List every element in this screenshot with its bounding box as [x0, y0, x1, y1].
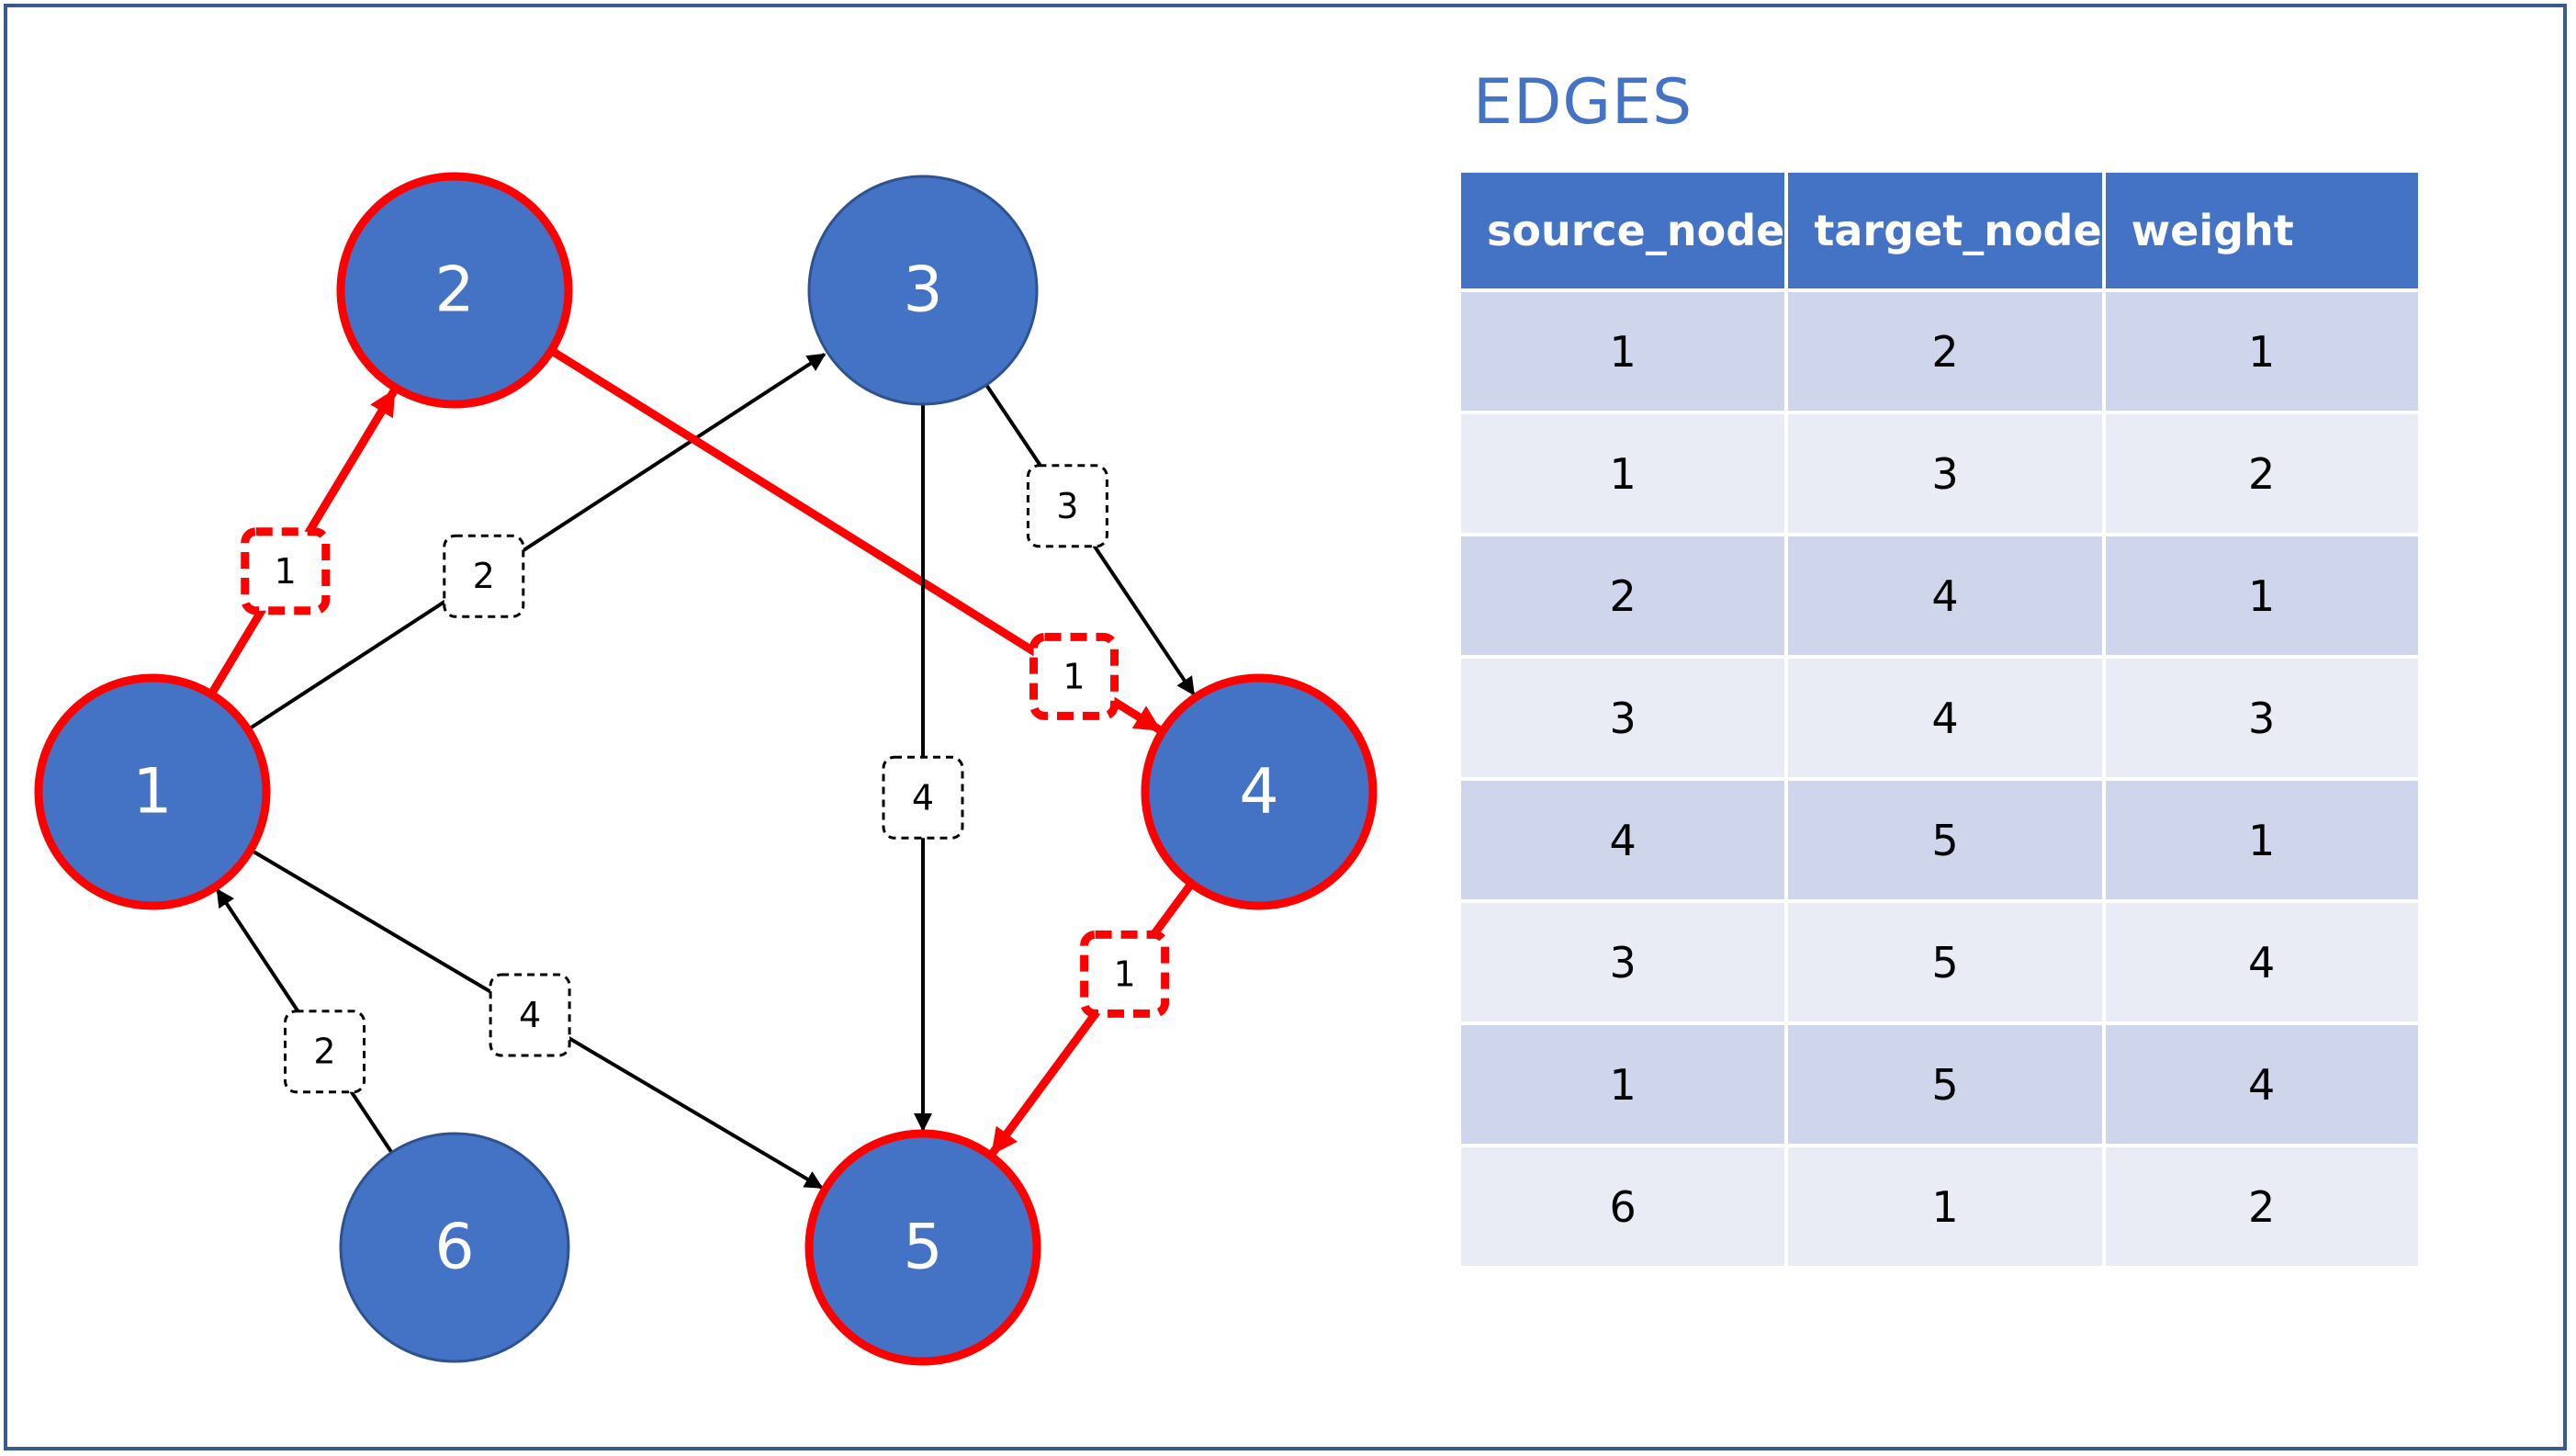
cell-weight: 1: [2105, 781, 2418, 899]
column-header-source-node: source_node: [1461, 173, 1785, 288]
node-circle: [336, 172, 573, 409]
edges-table-title: EDGES: [1473, 66, 1693, 139]
edge-weight-label: 4: [489, 973, 571, 1057]
cell-weight: 1: [2105, 536, 2418, 655]
edge-weight-label: 2: [443, 534, 525, 618]
edge-weight-label: 4: [882, 755, 964, 840]
column-header-weight: weight: [2105, 173, 2418, 288]
cell-source-node: 1: [1461, 1025, 1785, 1144]
cell-source-node: 1: [1461, 292, 1785, 411]
node-label: 1: [132, 756, 172, 829]
cell-source-node: 3: [1461, 903, 1785, 1021]
node-label: 5: [903, 1212, 942, 1284]
weight-box: [284, 1010, 366, 1094]
weight-box: [1026, 464, 1108, 548]
node-label: 3: [903, 254, 942, 327]
edges-table-header-row: source_node target_node weight: [1461, 173, 2418, 288]
table-row: 6 1 2: [1461, 1147, 2418, 1266]
table-row: 1 3 2: [1461, 414, 2418, 533]
cell-target-node: 3: [1788, 414, 2102, 533]
weight-box: [443, 534, 525, 618]
weight-value: 3: [1056, 486, 1078, 526]
cell-target-node: 2: [1788, 292, 2102, 411]
cell-weight: 3: [2105, 659, 2418, 777]
cell-source-node: 3: [1461, 659, 1785, 777]
diagram-frame: [4, 4, 2567, 1450]
weight-value: 1: [1114, 954, 1136, 994]
table-row: 2 4 1: [1461, 536, 2418, 655]
edge-weight-label: 1: [1029, 632, 1119, 720]
edge-1-3: [246, 353, 827, 732]
weight-value: 1: [1063, 656, 1085, 696]
edge-weight-label: 1: [241, 527, 331, 615]
weight-box: [1029, 632, 1119, 720]
node-label: 4: [1239, 756, 1278, 829]
cell-weight: 2: [2105, 1147, 2418, 1266]
node-6: 6: [339, 1132, 570, 1363]
table-row: 1 5 4: [1461, 1025, 2418, 1144]
node-label: 6: [434, 1212, 474, 1284]
weight-value: 2: [473, 556, 495, 596]
node-5: 5: [804, 1129, 1041, 1366]
node-circle: [1141, 673, 1378, 910]
column-header-target-node: target_node: [1788, 173, 2102, 288]
weight-box: [489, 973, 571, 1057]
weight-value: 4: [912, 777, 934, 818]
cell-target-node: 5: [1788, 1025, 2102, 1144]
weight-box: [1080, 930, 1170, 1018]
weight-value: 2: [313, 1032, 335, 1072]
cell-target-node: 4: [1788, 536, 2102, 655]
node-circle: [339, 1132, 570, 1363]
cell-weight: 4: [2105, 1025, 2418, 1144]
node-circle: [34, 673, 271, 910]
node-circle: [807, 175, 1039, 406]
cell-target-node: 4: [1788, 659, 2102, 777]
cell-target-node: 1: [1788, 1147, 2102, 1266]
weight-value: 4: [519, 995, 541, 1035]
cell-weight: 4: [2105, 903, 2418, 1021]
cell-target-node: 5: [1788, 903, 2102, 1021]
node-3: 3: [807, 175, 1039, 406]
cell-source-node: 4: [1461, 781, 1785, 899]
cell-weight: 1: [2105, 292, 2418, 411]
edge-weight-label: 2: [284, 1010, 366, 1094]
cell-source-node: 6: [1461, 1147, 1785, 1266]
edges-table: source_node target_node weight 1 2 1 1 3…: [1457, 169, 2422, 1270]
node-1: 1: [34, 673, 271, 910]
node-circle: [804, 1129, 1041, 1366]
weight-value: 1: [275, 551, 297, 592]
table-row: 3 4 3: [1461, 659, 2418, 777]
node-4: 4: [1141, 673, 1378, 910]
cell-source-node: 1: [1461, 414, 1785, 533]
edge-weight-label: 1: [1080, 930, 1170, 1018]
weight-box: [882, 755, 964, 840]
weight-label-layer: 1 2 1 3 1 4 4 2: [241, 464, 1170, 1094]
table-row: 4 5 1: [1461, 781, 2418, 899]
node-layer: 1 2 3 4 5 6: [34, 172, 1378, 1366]
node-2: 2: [336, 172, 573, 409]
edge-4-5: [989, 881, 1195, 1156]
table-row: 3 5 4: [1461, 903, 2418, 1021]
node-label: 2: [434, 254, 474, 327]
cell-weight: 2: [2105, 414, 2418, 533]
edge-weight-label: 3: [1026, 464, 1108, 548]
cell-target-node: 5: [1788, 781, 2102, 899]
weight-box: [241, 527, 331, 615]
cell-source-node: 2: [1461, 536, 1785, 655]
table-row: 1 2 1: [1461, 292, 2418, 411]
